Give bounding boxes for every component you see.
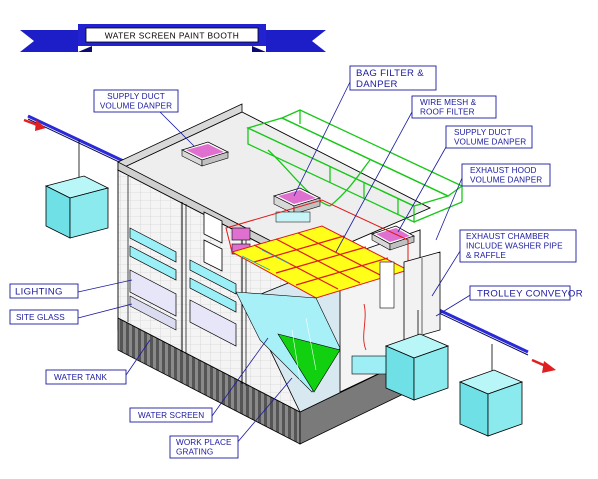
site-glass-1 — [129, 269, 177, 317]
banner-fold-left — [78, 46, 92, 52]
svg-text:SUPPLY DUCT: SUPPLY DUCT — [107, 92, 165, 101]
svg-text:& RAFFLE: & RAFFLE — [466, 251, 506, 260]
page-title: WATER SCREEN PAINT BOOTH — [105, 31, 239, 41]
svg-text:EXHAUST CHAMBER: EXHAUST CHAMBER — [466, 232, 549, 241]
label-supply-duct-right: SUPPLY DUCT VOLUME DANPER — [445, 125, 533, 149]
svg-text:SUPPLY DUCT: SUPPLY DUCT — [454, 128, 512, 137]
hanging-box-right — [458, 344, 524, 437]
exhaust-chamber — [363, 251, 441, 351]
light-panel-2 — [189, 259, 237, 295]
hanging-box-left — [44, 140, 110, 239]
label-work-place-grating: WORK PLACE GRATING — [169, 435, 239, 459]
label-exhaust-hood: EXHAUST HOOD VOLUME DANPER — [461, 163, 551, 187]
label-water-screen: WATER SCREEN — [129, 407, 213, 423]
light-panel-3 — [129, 245, 177, 281]
label-trolley-conveyor: TROLLEY CONVEYOR — [469, 285, 583, 301]
svg-text:WATER TANK: WATER TANK — [54, 373, 107, 382]
label-wire-mesh: WIRE MESH & ROOF FILTER — [411, 95, 497, 119]
label-exhaust-chamber: EXHAUST CHAMBER INCLUDE WASHER PIPE & RA… — [459, 229, 577, 263]
light-panel-1 — [129, 227, 177, 263]
hanging-box-mid — [384, 310, 450, 401]
light-panel-4 — [189, 277, 237, 313]
svg-text:BAG FILTER &: BAG FILTER & — [356, 68, 424, 79]
label-site-glass: SITE GLASS — [9, 309, 79, 325]
label-water-tank: WATER TANK — [45, 369, 127, 385]
svg-text:INCLUDE WASHER PIPE: INCLUDE WASHER PIPE — [466, 242, 563, 251]
roof-filter — [225, 199, 410, 299]
svg-text:GRATING: GRATING — [176, 448, 213, 457]
svg-text:SITE GLASS: SITE GLASS — [16, 313, 65, 322]
banner-fold-right — [252, 46, 266, 52]
svg-text:LIGHTING: LIGHTING — [15, 287, 63, 298]
label-bag-filter: BAG FILTER & DANPER — [349, 65, 437, 91]
access-door-1 — [203, 211, 223, 244]
supply-duct — [246, 109, 464, 224]
title-banner: WATER SCREEN PAINT BOOTH — [20, 24, 326, 52]
svg-text:TROLLEY CONVEYOR: TROLLEY CONVEYOR — [477, 289, 583, 300]
site-glass-2 — [189, 299, 237, 347]
banner-ribbon-right — [266, 30, 326, 52]
arrow-out-icon — [531, 358, 556, 373]
svg-text:ROOF FILTER: ROOF FILTER — [420, 108, 475, 117]
site-glass-3 — [129, 295, 177, 331]
water-screen-green — [277, 333, 341, 393]
water-screen — [235, 291, 341, 393]
damper-box-3 — [371, 225, 415, 251]
label-lighting: LIGHTING — [9, 283, 79, 299]
leader-lines — [77, 81, 473, 445]
svg-text:VOLUME DANPER: VOLUME DANPER — [454, 138, 526, 147]
banner-ribbon-left — [20, 30, 78, 52]
access-door-2 — [203, 239, 223, 272]
svg-text:VOLUME DANPER: VOLUME DANPER — [470, 176, 542, 185]
label-supply-duct-left: SUPPLY DUCT VOLUME DANPER — [93, 89, 179, 113]
svg-text:VOLUME DANPER: VOLUME DANPER — [100, 102, 172, 111]
arrow-in-icon — [23, 118, 46, 131]
svg-text:DANPER: DANPER — [356, 79, 398, 90]
svg-text:EXHAUST HOOD: EXHAUST HOOD — [470, 166, 537, 175]
svg-text:WATER SCREEN: WATER SCREEN — [138, 411, 204, 420]
svg-text:WIRE MESH &: WIRE MESH & — [420, 98, 477, 107]
damper-box-1 — [180, 141, 230, 167]
svg-text:WORK PLACE: WORK PLACE — [176, 438, 232, 447]
banner-inner-box — [85, 27, 259, 43]
